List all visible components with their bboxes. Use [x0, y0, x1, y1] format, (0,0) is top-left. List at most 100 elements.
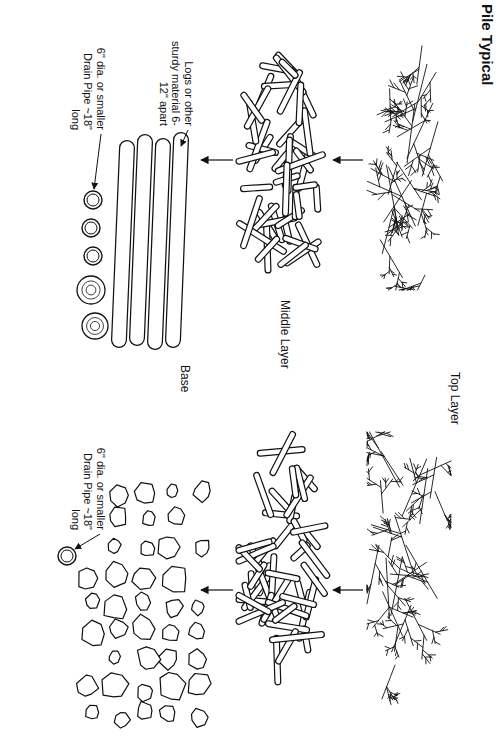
stick-outline	[285, 165, 287, 213]
rock	[189, 622, 205, 639]
log-fill	[137, 142, 145, 338]
rock	[138, 702, 152, 720]
twig-stroke	[405, 165, 411, 170]
twig-stroke	[374, 633, 377, 637]
log-ring	[82, 281, 100, 299]
twig-stroke	[409, 86, 417, 89]
twig-stroke	[367, 623, 369, 629]
twig-stroke	[385, 108, 416, 121]
flow-arrow	[201, 589, 233, 590]
twig-stroke	[402, 179, 405, 181]
stick-outline	[258, 239, 276, 259]
twig-stroke	[414, 465, 418, 476]
stick-outline	[244, 95, 262, 120]
twig-stroke	[428, 110, 433, 111]
twig-stroke	[376, 432, 381, 433]
stick-fill	[243, 187, 269, 189]
rock	[102, 673, 129, 697]
stick	[268, 624, 306, 630]
rock	[188, 673, 211, 694]
rock	[163, 625, 179, 641]
twig-stroke	[368, 482, 372, 484]
stick	[268, 573, 297, 579]
twig-stroke	[400, 69, 419, 81]
twig-stroke	[395, 655, 398, 659]
twig-stroke	[430, 180, 432, 186]
log-ring	[90, 321, 99, 330]
twig-stroke	[450, 514, 451, 517]
stick-outline	[239, 595, 268, 611]
twig-stroke	[388, 585, 406, 606]
stick-outline	[275, 606, 294, 620]
leader-line	[75, 534, 100, 549]
twig-stroke	[423, 650, 433, 658]
twig-stroke	[410, 76, 413, 79]
stick-outline	[276, 525, 293, 546]
twig-stroke	[381, 524, 387, 526]
twig-stroke	[404, 463, 405, 468]
stick-fill	[283, 596, 314, 604]
drain-pipe	[58, 547, 76, 565]
stick	[296, 195, 299, 217]
stick-outline	[283, 596, 314, 604]
twig-stroke	[434, 194, 436, 200]
twig-stroke	[430, 656, 431, 661]
twig-stroke	[434, 233, 440, 235]
stick-fill	[268, 573, 297, 579]
rock	[134, 483, 154, 503]
twig-stroke	[379, 161, 382, 170]
twig-stroke	[409, 514, 412, 518]
stick-outline	[272, 491, 288, 509]
twig-stroke	[415, 640, 421, 642]
rock	[135, 592, 150, 610]
twig-stroke	[382, 210, 393, 254]
top-layer-left	[367, 46, 443, 290]
twig-stroke	[424, 221, 425, 224]
stick	[243, 187, 269, 189]
twig-stroke	[432, 637, 434, 643]
rock	[168, 507, 185, 525]
rock	[138, 684, 153, 701]
stick-outline	[282, 62, 295, 75]
twig-stroke	[392, 105, 406, 113]
twig-stroke	[379, 173, 382, 181]
stick-outline	[257, 475, 271, 514]
stick-outline	[272, 635, 321, 640]
twig-stroke	[370, 432, 400, 487]
twig-stroke	[393, 695, 397, 697]
twig-stroke	[399, 637, 404, 639]
twig-stroke	[392, 560, 395, 567]
twig-stroke	[403, 508, 422, 527]
twig-stroke	[434, 187, 438, 189]
twig-stroke	[394, 695, 398, 697]
stick-fill	[296, 185, 315, 188]
twig-stroke	[412, 289, 414, 290]
twig-stroke	[398, 179, 400, 181]
stick-outline	[244, 199, 260, 246]
log-fill	[155, 146, 163, 342]
stick	[302, 543, 327, 576]
stick-outline	[296, 185, 315, 188]
twig-stroke	[367, 545, 379, 603]
rock	[167, 484, 178, 497]
twig-stroke	[393, 125, 408, 130]
stick-fill	[239, 152, 273, 161]
rock	[132, 568, 156, 589]
twig-stroke	[404, 205, 408, 217]
twig-stroke	[397, 172, 399, 175]
twig-stroke	[449, 515, 450, 518]
title: Pile Typical	[479, 4, 496, 85]
rock	[110, 619, 129, 638]
stick	[258, 239, 276, 259]
stick	[293, 526, 325, 532]
twig-stroke	[427, 216, 429, 219]
rock	[108, 538, 121, 553]
twig-stroke	[428, 158, 432, 164]
twig-stroke	[376, 159, 378, 166]
twig-stroke	[440, 627, 444, 631]
twig-stroke	[374, 161, 382, 174]
twig-stroke	[367, 586, 368, 588]
rock	[159, 706, 174, 722]
twig-stroke	[405, 598, 427, 640]
